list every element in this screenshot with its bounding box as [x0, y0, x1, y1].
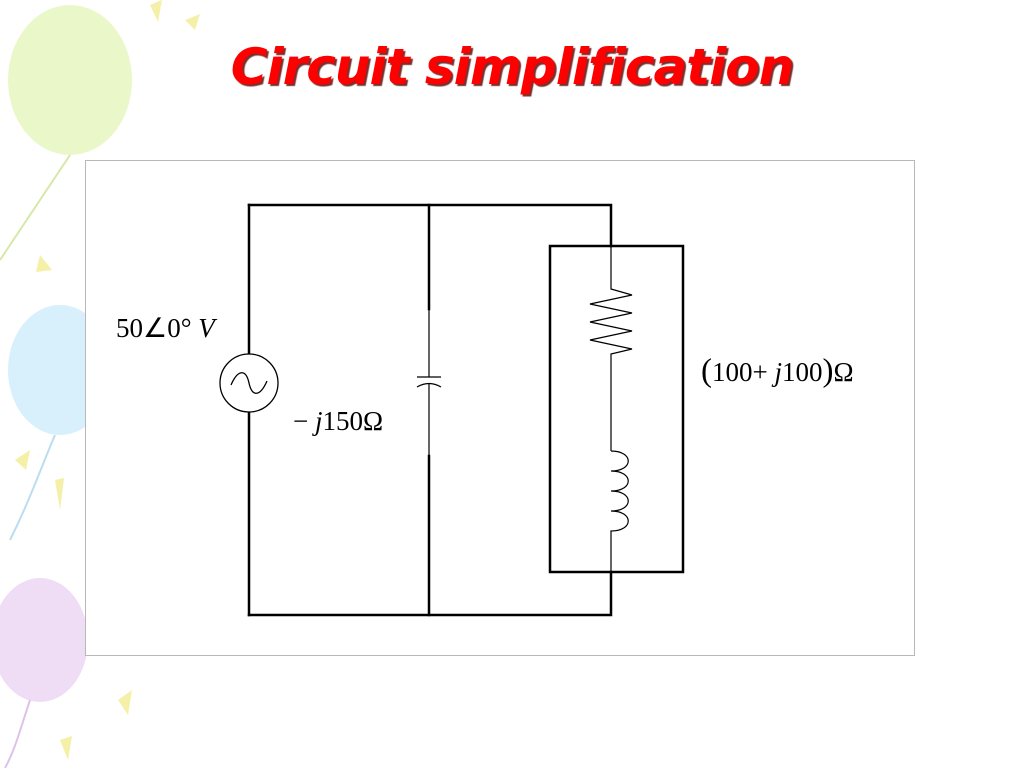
balloon-icon	[0, 5, 132, 261]
circuit-figure: 50∠0° V − j150Ω (100+ j100)Ω	[85, 160, 915, 656]
load-box	[548, 244, 685, 574]
capacitor-j: j	[314, 406, 323, 436]
angle-symbol: ∠	[143, 313, 168, 343]
source-unit: V	[198, 313, 215, 343]
voltage-source-icon	[219, 353, 279, 413]
capacitor-label: − j150Ω	[293, 406, 383, 437]
source-magnitude: 50	[116, 313, 143, 343]
balloon-icon	[0, 578, 88, 768]
source-angle: 0°	[167, 313, 192, 343]
inductor-icon	[610, 450, 629, 572]
wire-top	[247, 203, 613, 248]
capacitor-icon	[416, 309, 442, 456]
load-imag: 100	[782, 357, 823, 387]
source-label: 50∠0° V	[116, 313, 215, 344]
wire-bottom	[247, 570, 613, 617]
load-real: 100+	[712, 357, 775, 387]
load-close-paren: )	[822, 353, 834, 389]
slide-title: Circuit simplification	[230, 38, 795, 96]
capacitor-sign: −	[293, 406, 315, 436]
capacitor-value: 150Ω	[322, 406, 384, 436]
resistor-icon	[589, 246, 633, 451]
load-j: j	[774, 357, 782, 387]
load-unit: Ω	[833, 357, 854, 387]
load-label: (100+ j100)Ω	[701, 353, 854, 390]
circuit-diagram	[219, 203, 685, 617]
load-open-paren: (	[701, 353, 712, 389]
